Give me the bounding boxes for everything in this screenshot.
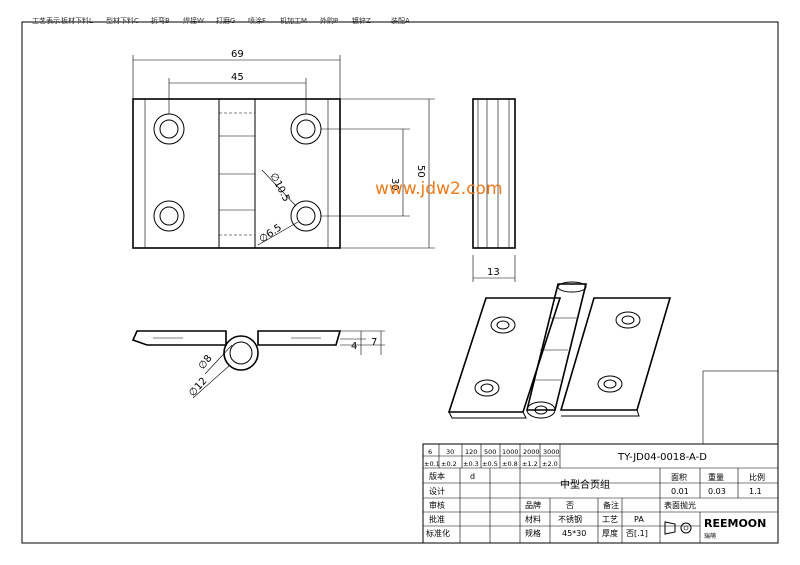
logo-subtext: 瑞萌 xyxy=(704,532,716,540)
front-dimensions: 69 45 30 50 ∅10.5 ∅6.5 xyxy=(132,49,435,249)
hole-top-left xyxy=(153,113,185,145)
process-label-6: 喷涂F xyxy=(248,16,266,25)
dim-knuckle-dia: ∅12 xyxy=(187,376,210,399)
tol-header-6: 3000 xyxy=(543,448,560,456)
value-material: 不锈钢 xyxy=(558,514,582,524)
drawing-number: TY-JD04-0018-A-D xyxy=(617,452,707,463)
value-spec: 45*30 xyxy=(562,529,586,538)
sheet-border xyxy=(21,21,779,544)
label-process: 工艺 xyxy=(602,515,618,524)
dim-countersink-dia: ∅10.5 xyxy=(267,171,291,204)
dim-hole-spacing-x: 45 xyxy=(231,72,244,83)
process-label-3: 折弯B xyxy=(151,16,170,25)
dim-front-width: 69 xyxy=(231,49,244,60)
value-thickness: 否[.1] xyxy=(626,529,648,538)
front-view xyxy=(132,98,341,249)
tol-value-1: ±0.2 xyxy=(441,460,457,468)
tol-value-2: ±0.3 xyxy=(463,460,479,468)
top-view: 4 7 ∅8 ∅12 xyxy=(131,330,385,399)
process-label-9: 镀锌Z xyxy=(352,16,371,25)
process-label-7: 机加工M xyxy=(280,16,307,25)
watermark-text: www.jdw2.com xyxy=(375,179,503,199)
tol-header-3: 500 xyxy=(484,448,496,456)
value-remark: 表面抛光 xyxy=(664,500,696,510)
process-label-5: 打磨G xyxy=(216,16,235,25)
label-standard: 标准化 xyxy=(426,528,450,538)
value-weight: 0.03 xyxy=(708,487,726,496)
process-bar: 工艺表示 板材下料L 型材下料C 折弯B 焊接W 打磨G 喷涂F 机加工M 外购… xyxy=(32,16,410,25)
label-brand: 品牌 xyxy=(525,500,541,510)
value-brand: 否 xyxy=(566,501,574,510)
tol-header-1: 30 xyxy=(446,448,454,456)
label-remark: 备注 xyxy=(603,500,619,510)
label-review: 审核 xyxy=(429,500,445,510)
company-logo: REEMOON 瑞萌 xyxy=(704,517,766,540)
hole-top-right xyxy=(290,113,322,145)
tol-header-2: 120 xyxy=(465,448,477,456)
label-weight: 重量 xyxy=(708,472,724,482)
reference-box xyxy=(702,370,779,445)
tol-header-5: 2000 xyxy=(523,448,540,456)
hole-bottom-left xyxy=(153,200,185,232)
label-version: 版本 xyxy=(429,471,445,481)
value-scale: 1.1 xyxy=(749,487,762,496)
label-spec: 规格 xyxy=(525,528,541,538)
tol-header-4: 1000 xyxy=(502,448,519,456)
label-design: 设计 xyxy=(429,486,445,496)
dim-hole-dia: ∅6.5 xyxy=(257,222,283,245)
logo-text: REEMOON xyxy=(704,517,766,530)
tol-value-4: ±0.8 xyxy=(502,460,518,468)
process-label-1: 板材下料L xyxy=(61,16,93,25)
dim-leaf-height: 7 xyxy=(371,337,377,348)
label-material: 材料 xyxy=(525,514,541,524)
process-label-4: 焊接W xyxy=(183,16,204,25)
projection-symbol-icon xyxy=(659,512,701,543)
process-label-10: 装配A xyxy=(391,16,410,25)
value-version: d xyxy=(470,472,475,481)
part-name: 中型合页组 xyxy=(560,478,610,491)
value-process: PA xyxy=(634,515,644,524)
process-label-8: 外购P xyxy=(320,16,338,25)
label-scale: 比例 xyxy=(749,472,765,482)
tol-value-0: ±0.1 xyxy=(424,460,440,468)
dim-hole-spacing-y: 30 xyxy=(389,178,400,191)
isometric-view xyxy=(447,281,672,419)
label-approve: 批准 xyxy=(429,514,445,524)
process-label-0: 工艺表示 xyxy=(32,16,60,25)
value-area: 0.01 xyxy=(671,487,689,496)
label-thickness: 厚度 xyxy=(602,528,618,538)
dim-side-thickness: 13 xyxy=(487,267,500,278)
side-view: 13 xyxy=(472,98,516,282)
tol-value-3: ±0.5 xyxy=(482,460,498,468)
dim-pin-dia: ∅8 xyxy=(197,353,215,372)
tol-value-6: ±2.0 xyxy=(542,460,558,468)
tol-header-0: 6 xyxy=(428,448,432,456)
label-area: 面积 xyxy=(671,472,687,482)
dim-front-height: 50 xyxy=(415,165,426,178)
process-label-2: 型材下料C xyxy=(106,16,139,25)
title-block: 6 30 120 500 1000 2000 3000 ±0.1 ±0.2 ±0… xyxy=(422,443,779,544)
tol-value-5: ±1.2 xyxy=(522,460,538,468)
dim-leaf-thickness: 4 xyxy=(351,341,357,352)
